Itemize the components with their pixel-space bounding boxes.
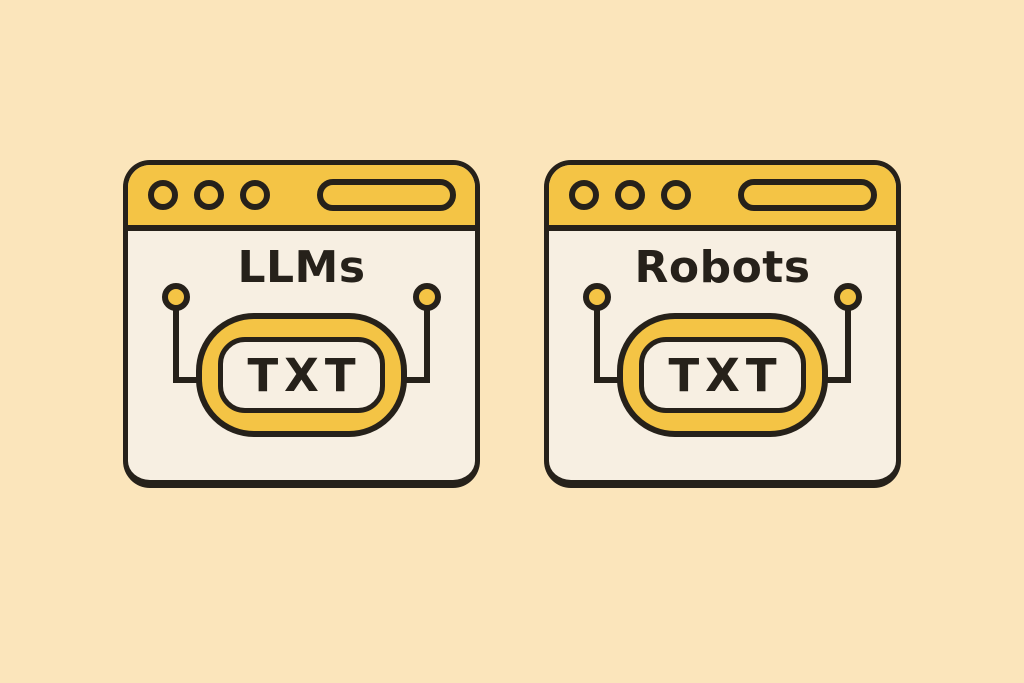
antenna-line-vertical-left (594, 309, 600, 383)
antenna-line-horizontal-right (404, 377, 430, 383)
antenna-dot-right-icon (413, 283, 441, 311)
traffic-light-dot-icon (569, 180, 599, 210)
illustration-stage: LLMs TXT Robots (0, 160, 1024, 488)
robots-browser-window: Robots TXT (544, 160, 901, 488)
traffic-light-dot-icon (240, 180, 270, 210)
antenna-line-horizontal-right (825, 377, 851, 383)
antenna-dot-left-icon (162, 283, 190, 311)
txt-badge-inner: TXT (639, 337, 806, 413)
txt-badge: TXT (617, 313, 828, 437)
llms-browser-window: LLMs TXT (123, 160, 480, 488)
antenna-line-vertical-right (424, 309, 430, 383)
txt-badge-label: TXT (247, 348, 362, 402)
window-titlebar (128, 165, 475, 231)
txt-badge: TXT (196, 313, 407, 437)
window-titlebar (549, 165, 896, 231)
traffic-light-dot-icon (194, 180, 224, 210)
traffic-light-dot-icon (148, 180, 178, 210)
antenna-line-vertical-left (173, 309, 179, 383)
traffic-light-dots (148, 180, 270, 210)
address-bar-pill (317, 179, 456, 211)
traffic-light-dots (569, 180, 691, 210)
txt-badge-inner: TXT (218, 337, 385, 413)
antenna-line-horizontal-left (594, 377, 620, 383)
traffic-light-dot-icon (661, 180, 691, 210)
window-body: Robots TXT (549, 231, 896, 480)
address-bar-pill (738, 179, 877, 211)
antenna-dot-right-icon (834, 283, 862, 311)
antenna-dot-left-icon (583, 283, 611, 311)
txt-badge-label: TXT (668, 348, 783, 402)
antenna-line-horizontal-left (173, 377, 199, 383)
window-title-label: Robots (634, 242, 811, 293)
window-title-label: LLMs (237, 242, 366, 293)
traffic-light-dot-icon (615, 180, 645, 210)
antenna-line-vertical-right (845, 309, 851, 383)
window-body: LLMs TXT (128, 231, 475, 480)
